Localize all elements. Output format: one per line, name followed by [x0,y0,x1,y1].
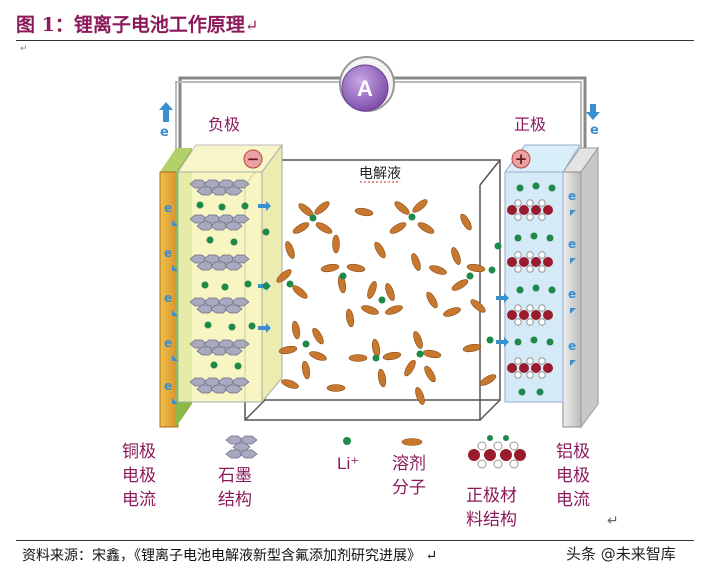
legend-cathode-label: 正极材 料结构 [466,486,517,530]
graphite-layers [189,179,250,394]
legend-aluminum-label: 铝极 电极 电流 [556,442,590,510]
source-note: 资料来源：宋鑫，《锂离子电池电解液新型含氟添加剂研究进展》 ↵ [22,548,438,564]
paragraph-mark: ↵ [20,44,28,54]
legend-cathode-icon [468,435,526,469]
cathode-li-ions [514,182,556,396]
svg-text:e: e [164,336,172,350]
legend-copper-label: 铜极 电极 电流 [122,442,156,510]
svg-text:−: − [247,150,260,168]
svg-text:e: e [164,246,172,260]
svg-text:e: e [164,201,172,215]
electrolyte-li-ions [262,213,502,362]
electron-flow-right: e [586,104,600,138]
svg-text:e: e [568,237,576,251]
footer-rule [16,540,694,541]
electrolyte-label: 电解液 [359,166,401,182]
return-mark: ↵ [244,16,259,35]
cathode-sign: + [511,149,531,169]
legend-graphite-icon [225,435,258,459]
svg-text:+: + [515,150,528,168]
aluminum-collector [562,146,599,429]
svg-text:e: e [164,379,172,393]
figure-title-text: 图 1：锂离子电池工作原理 [16,14,245,36]
svg-text:e: e [164,291,172,305]
cathode-label: 正极 [514,115,546,134]
svg-text:e: e [568,189,576,203]
electron-symbol-right: e [590,123,599,138]
cathode-material [507,199,553,379]
figure-title: 图 1：锂离子电池工作原理↵ [16,10,258,37]
anode-label: 负极 [208,115,240,134]
source-text: 资料来源：宋鑫，《锂离子电池电解液新型含氟添加剂研究进展》 [22,548,421,564]
svg-text:e: e [568,287,576,301]
svg-text:e: e [568,339,576,353]
ammeter-label: A [357,76,373,101]
legend-solvent-label: 溶剂 分子 [392,454,426,498]
external-circuit [175,76,587,160]
anode-sign: − [243,149,263,169]
anode-li-ions [196,201,256,370]
legend-li-ion-label: Li⁺ [337,454,360,473]
electron-flow-left: e [159,102,173,140]
return-mark: ↵ [607,513,619,529]
legend-li-ion-icon [343,437,351,445]
legend-solvent-icon [401,438,423,446]
title-rule [16,40,694,41]
anode-electron-arrows: e e e e e [164,201,178,404]
ammeter: A [339,56,395,112]
legend-graphite-label: 石墨 结构 [218,466,252,510]
cathode-electron-arrows: e e e e [568,189,576,366]
solvent-molecules [276,199,497,405]
electron-symbol-left: e [160,125,169,140]
watermark: 头条 @未来智库 [566,545,676,563]
